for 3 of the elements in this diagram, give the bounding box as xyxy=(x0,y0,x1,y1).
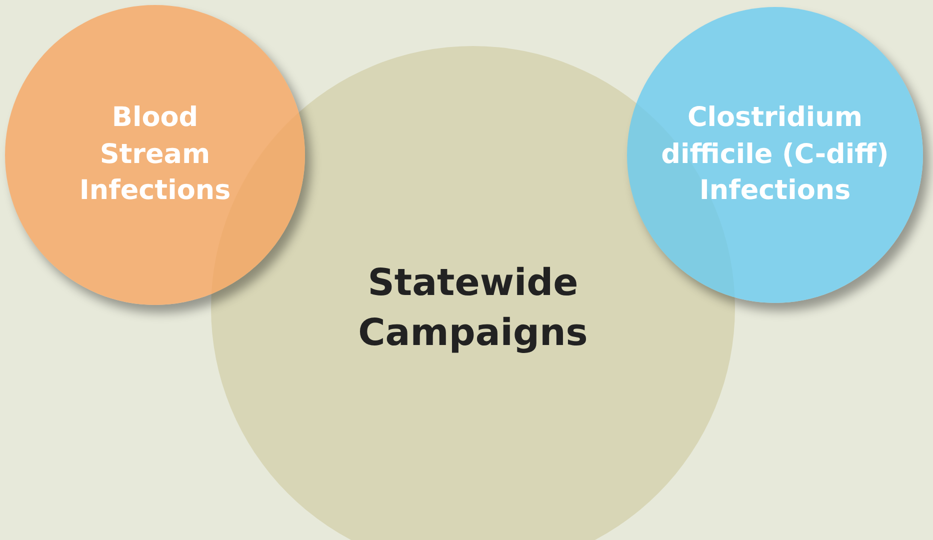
circle-label: Clostridium difficile (C-diff) Infections xyxy=(660,101,890,208)
circle-label: Blood Stream Infections xyxy=(78,101,232,208)
circle-label: Statewide Campaigns xyxy=(357,260,589,356)
